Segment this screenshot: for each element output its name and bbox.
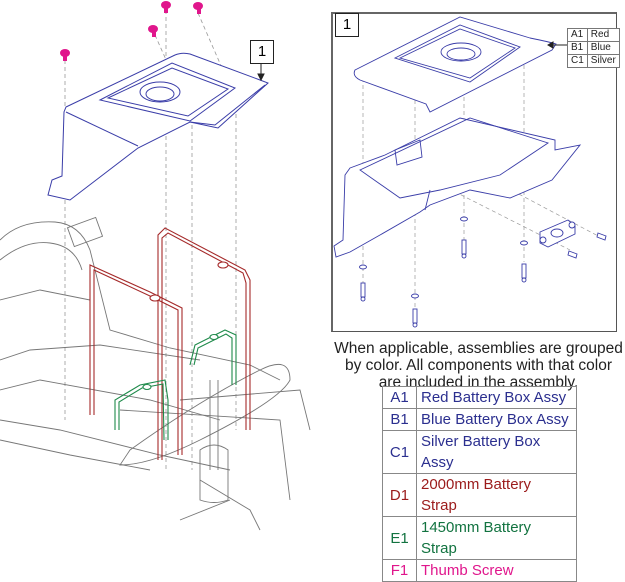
assembly-note-line: by color. All components with that color — [344, 357, 613, 374]
detail-box-base — [333, 117, 582, 258]
thumb-screw-shank — [63, 56, 67, 61]
legend-description: Blue Battery Box Assy — [416, 408, 577, 431]
battery-box-cover — [47, 52, 269, 201]
legend-code: E1 — [382, 516, 417, 560]
color-name: Silver — [586, 54, 620, 68]
color-variant-table: A1 Red B1 Blue C1 Silver — [567, 28, 620, 68]
detail-screws — [359, 216, 607, 328]
thumb-screw-icon — [193, 2, 203, 10]
detail-view-frame — [331, 12, 617, 332]
assembly-note-line: When applicable, assemblies are grouped — [334, 340, 623, 357]
color-name: Red — [586, 28, 620, 42]
legend-description: Silver Battery Box Assy — [416, 430, 577, 474]
thumb-screw-icon — [148, 25, 158, 33]
legend-description: 2000mm Battery Strap — [416, 473, 577, 517]
color-variant-row: B1 Blue — [567, 41, 620, 55]
scooter-frame — [0, 216, 311, 531]
battery-strap-1450mm — [114, 329, 237, 441]
legend-code: A1 — [382, 386, 417, 409]
color-variant-row: C1 Silver — [567, 54, 620, 68]
color-variant-row: A1 Red — [567, 28, 620, 42]
color-code: B1 — [567, 41, 588, 55]
legend-code: C1 — [382, 430, 417, 474]
color-table-arrow — [547, 41, 567, 49]
battery-strap-2000mm — [89, 227, 251, 460]
thumb-screw-icon — [60, 49, 70, 57]
color-code: A1 — [567, 28, 588, 42]
color-name: Blue — [586, 41, 620, 55]
thumb-screw-icon — [161, 1, 171, 9]
legend-code: F1 — [382, 559, 417, 582]
legend-code: B1 — [382, 408, 417, 431]
detail-bracket — [539, 219, 576, 248]
legend-code: D1 — [382, 473, 417, 517]
legend-description: Thumb Screw — [416, 559, 577, 582]
thumb-screws — [60, 1, 203, 61]
callout-number-main: 1 — [250, 40, 274, 64]
detail-exploded-diagram — [333, 16, 607, 328]
callout-number-detail: 1 — [335, 13, 359, 37]
exploded-diagram — [0, 1, 311, 531]
legend-description: Red Battery Box Assy — [416, 386, 577, 409]
color-code: C1 — [567, 54, 588, 68]
detail-cover — [353, 16, 557, 113]
legend-description: 1450mm Battery Strap — [416, 516, 577, 560]
assembly-note: When applicable, assemblies are grouped … — [332, 340, 625, 391]
